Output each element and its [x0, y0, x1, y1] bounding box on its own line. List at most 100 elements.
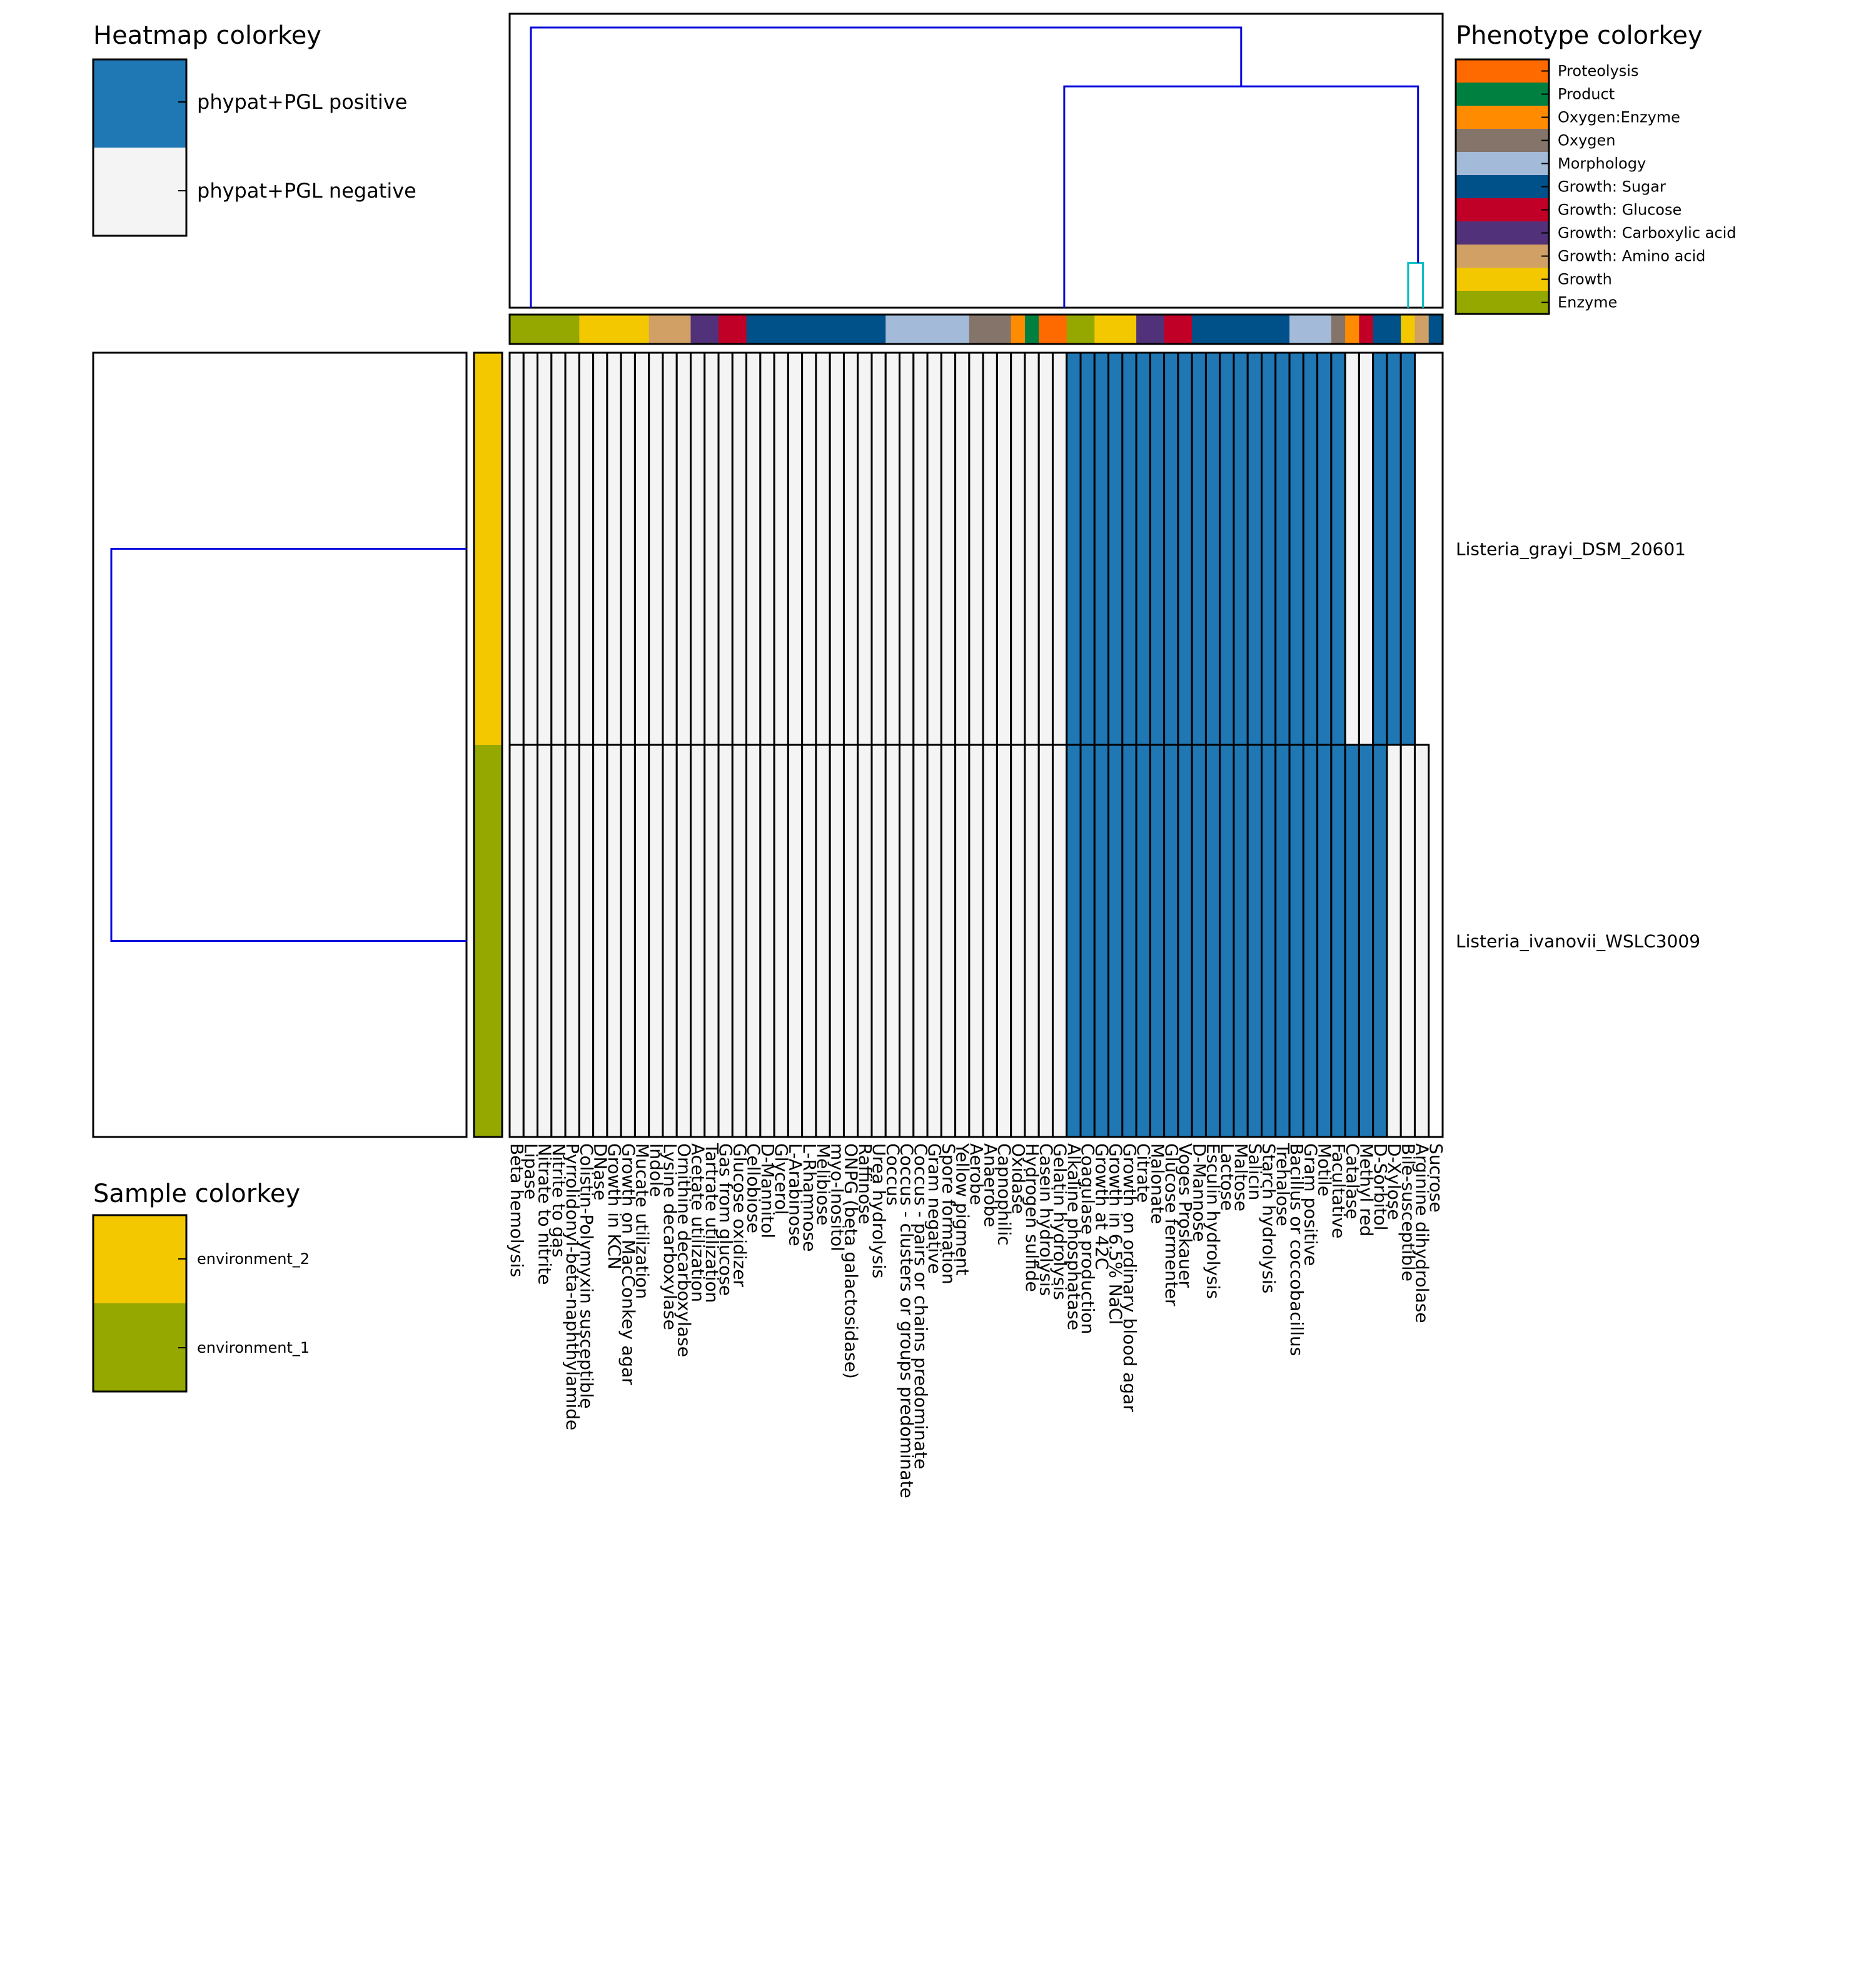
phenotype-key-swatch [1456, 59, 1549, 83]
phenotype-key-swatch [1456, 175, 1549, 198]
column-label: Gram negative [924, 1143, 945, 1274]
heatmap-cell [1093, 744, 1110, 1138]
heatmap-cell [1261, 744, 1277, 1138]
phenotype-key-swatch [1456, 291, 1549, 314]
column-phenotype-cell [941, 315, 956, 344]
heatmap-cell [1344, 351, 1360, 746]
column-phenotype-bar [508, 313, 1444, 345]
column-phenotype-cell [1373, 315, 1388, 344]
heatmap-cell [606, 351, 622, 746]
column-phenotype-cell [1386, 315, 1401, 344]
heatmap-cell [787, 351, 804, 746]
heatmap-cell [1093, 351, 1110, 746]
heatmap-cell [675, 744, 692, 1138]
heatmap-cell [857, 744, 873, 1138]
heatmap-cell [884, 351, 901, 746]
column-label: Growth at 42C [1091, 1143, 1112, 1270]
column-label: Growth in KCN [604, 1143, 625, 1270]
heatmap-cell [592, 744, 608, 1138]
column-phenotype-cell [1066, 315, 1081, 344]
heatmap-key-frame [92, 58, 188, 237]
heatmap-cell [1135, 744, 1151, 1138]
heatmap-cell [648, 744, 664, 1138]
row-sample-bar-frame [473, 351, 503, 1138]
heatmap-cell [1010, 744, 1026, 1138]
heatmap-cell [982, 351, 998, 746]
column-label: Gelatin hydrolysis [1050, 1143, 1071, 1300]
column-label: myo-Inositol [827, 1143, 847, 1251]
phenotype-key-label: Product [1558, 86, 1615, 103]
heatmap-frame [508, 351, 1444, 1138]
column-label: Ornithine decarboxylase [673, 1143, 694, 1357]
column-phenotype-cell [927, 315, 942, 344]
heatmap-cell [675, 351, 692, 746]
heatmap-cell [801, 744, 817, 1138]
column-phenotype-bar-frame [508, 313, 1444, 345]
column-label: Starch hydrolysis [1259, 1143, 1279, 1293]
column-phenotype-cell [746, 315, 761, 344]
column-phenotype-cell [885, 315, 900, 344]
column-phenotype-cell [565, 315, 580, 344]
heatmap-cell [912, 744, 929, 1138]
phenotype-key-swatch [1456, 221, 1549, 245]
row-labels: Listeria_grayi_DSM_20601Listeria_ivanovi… [1456, 539, 1700, 952]
column-label: Facultative [1328, 1143, 1349, 1238]
column-label: Nitrite to gas [548, 1143, 569, 1258]
column-label: DNase [590, 1143, 611, 1200]
column-label: Citrate [1133, 1143, 1154, 1203]
heatmap-cell [1386, 744, 1402, 1138]
heatmap-cell [745, 351, 762, 746]
heatmap-cell [815, 744, 831, 1138]
heatmap-cell [592, 351, 608, 746]
column-phenotype-cell [1206, 315, 1221, 344]
heatmap-cell [648, 351, 664, 746]
column-label: Gas from glucose [715, 1143, 736, 1296]
column-phenotype-cell [662, 315, 677, 344]
heatmap-cell [1330, 744, 1346, 1138]
heatmap-cell [1191, 351, 1207, 746]
heatmap-cell [717, 744, 734, 1138]
heatmap-cell [1344, 744, 1360, 1138]
sample-key-environment-2-swatch [93, 1215, 186, 1303]
heatmap-cell [1358, 351, 1374, 746]
heatmap-cell [745, 744, 762, 1138]
heatmap-cell [954, 351, 971, 746]
heatmap-cell [522, 351, 539, 746]
heatmap-cell [1219, 744, 1235, 1138]
heatmap-cell [1107, 351, 1124, 746]
column-label: Hydrogen sulfide [1022, 1143, 1042, 1292]
phenotype-colorkey-title: Phenotype colorkey [1456, 21, 1703, 50]
column-label: Motile [1314, 1143, 1335, 1196]
column-label: Beta hemolysis [507, 1143, 527, 1277]
heatmap-cell [1246, 744, 1263, 1138]
heatmap-cell [522, 744, 539, 1138]
heatmap-cell [801, 351, 817, 746]
heatmap-cell [982, 744, 998, 1138]
heatmap-cell [1288, 351, 1304, 746]
column-label: Trehalose [1273, 1143, 1293, 1226]
heatmap-cell [968, 744, 984, 1138]
heatmap-cell [578, 744, 595, 1138]
heatmap-cell [1177, 744, 1193, 1138]
heatmap-cell [731, 744, 748, 1138]
heatmap-cell [842, 351, 859, 746]
sample-colorkey: Sample colorkey environment_2 environmen… [92, 1179, 310, 1393]
column-label: Anaerobe [980, 1143, 1001, 1227]
heatmap-cell [899, 744, 915, 1138]
heatmap-cell [1163, 744, 1179, 1138]
column-label: Lactose [1217, 1143, 1238, 1211]
heatmap-cell [1051, 744, 1068, 1138]
column-phenotype-cell [899, 315, 914, 344]
phenotype-key-label: Enzyme [1558, 294, 1617, 311]
column-phenotype-cell [774, 315, 789, 344]
column-dendrogram [508, 13, 1444, 309]
column-phenotype-cell [510, 315, 524, 344]
column-phenotype-cell [1275, 315, 1290, 344]
column-phenotype-cell [635, 315, 650, 344]
column-phenotype-cell [857, 315, 872, 344]
heatmap-cell [1233, 744, 1249, 1138]
row-label: Listeria_grayi_DSM_20601 [1456, 539, 1686, 560]
column-phenotype-cell [1081, 315, 1095, 344]
column-phenotype-cell [551, 315, 566, 344]
